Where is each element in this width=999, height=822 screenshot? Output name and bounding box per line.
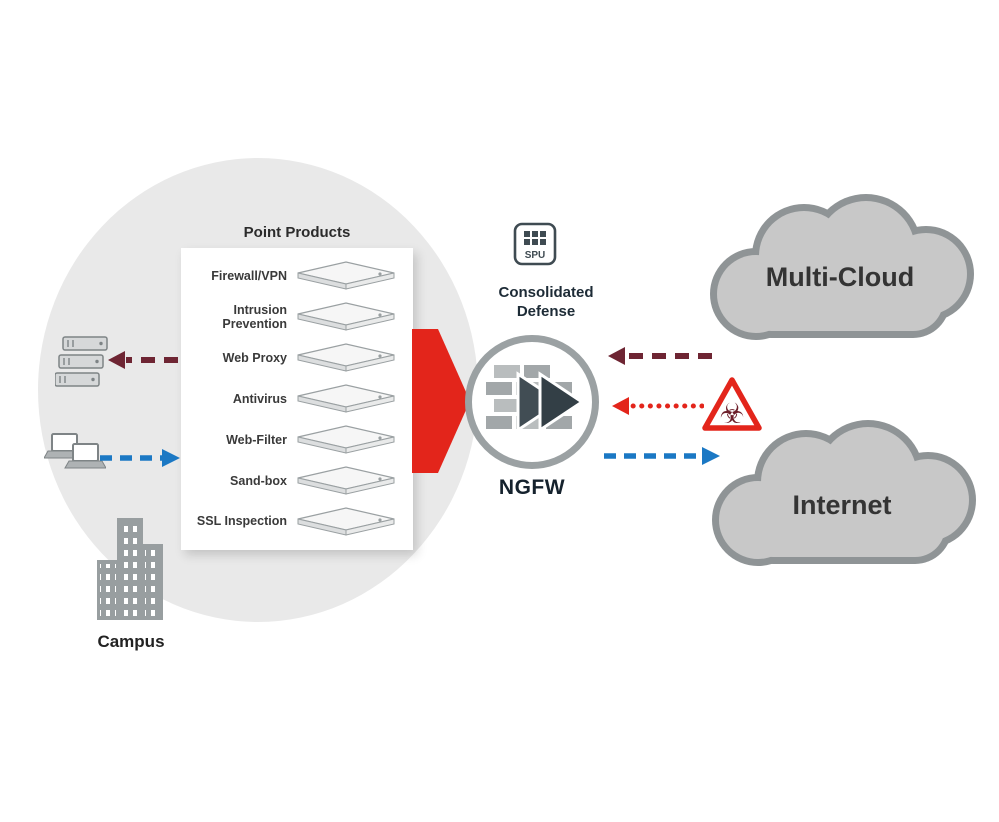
traffic-arrow-left-icon — [100, 449, 180, 467]
appliance-icon — [297, 261, 395, 291]
appliance-icon — [297, 343, 395, 372]
malware-dotted-arrow-icon — [612, 397, 704, 415]
internet-cloud-icon — [712, 420, 976, 566]
appliance-icon — [297, 425, 395, 454]
ngfw-wall-icon — [486, 365, 585, 433]
multicloud-label: Multi-Cloud — [765, 262, 915, 292]
point-products-panel: Firewall/VPN Intrusion Prevention — [181, 248, 413, 550]
product-label: Antivirus — [232, 391, 287, 406]
product-row: Antivirus — [187, 379, 407, 420]
spu-chip-icon: SPU — [513, 222, 557, 266]
product-row: Web-Filter — [187, 419, 407, 460]
consolidated-defense-label: Consolidated Defense — [498, 284, 594, 320]
appliance-icon — [297, 302, 395, 331]
appliance-icon — [297, 384, 395, 413]
consolidation-arrow-icon — [412, 329, 470, 473]
product-row: Intrusion Prevention — [187, 297, 407, 338]
appliance-icon — [297, 466, 395, 495]
point-products-title: Point Products — [243, 224, 351, 241]
threat-arrow-left-icon — [108, 351, 178, 369]
ngfw-label: NGFW — [498, 476, 566, 499]
point-products-list: Firewall/VPN Intrusion Prevention — [187, 256, 407, 542]
spu-chip-label: SPU — [525, 250, 546, 261]
product-label: Intrusion Prevention — [222, 302, 287, 332]
servers-icon — [55, 336, 108, 387]
product-row: Firewall/VPN — [187, 256, 407, 297]
product-label: Web Proxy — [222, 350, 287, 365]
laptops-icon — [44, 433, 106, 469]
biohazard-glyph: ☣ — [719, 397, 744, 430]
multicloud-cloud-icon — [710, 194, 974, 340]
threat-arrow-right-icon — [608, 347, 712, 365]
appliance-icon — [297, 506, 395, 536]
product-row: Sand-box — [187, 460, 407, 501]
biohazard-icon: ☣ — [702, 377, 762, 431]
product-row: SSL Inspection — [187, 501, 407, 542]
product-label: Firewall/VPN — [211, 269, 287, 284]
internet-label: Internet — [792, 490, 892, 520]
product-label: Sand-box — [230, 473, 287, 488]
campus-label: Campus — [97, 632, 165, 651]
internet-traffic-arrow-icon — [604, 447, 720, 465]
product-label: SSL Inspection — [196, 514, 287, 529]
product-row: Web Proxy — [187, 338, 407, 379]
product-label: Web-Filter — [226, 432, 287, 447]
campus-buildings-icon — [97, 518, 163, 620]
ngfw-icon — [465, 335, 599, 469]
